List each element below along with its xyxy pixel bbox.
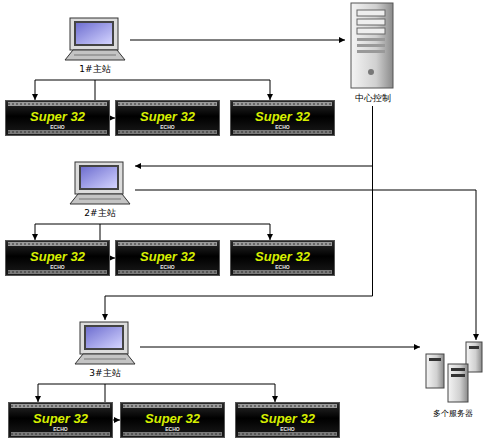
laptop-node: 3#主站 xyxy=(70,320,140,384)
device-node: Super 32ECHO xyxy=(235,402,340,438)
device-model: Super 32 xyxy=(6,110,109,124)
laptop-node: 2#主站 xyxy=(65,160,135,224)
connector-line xyxy=(95,80,270,100)
device-series: ECHO xyxy=(121,426,224,432)
connector-line xyxy=(140,347,420,348)
device-node: Super 32ECHO xyxy=(5,240,110,276)
device-model: Super 32 xyxy=(231,110,334,124)
node-label: 3#主站 xyxy=(70,368,140,379)
connector-line xyxy=(35,80,95,100)
node-label: 1#主站 xyxy=(60,64,130,75)
connector-line xyxy=(38,384,105,402)
connector-line xyxy=(130,40,345,41)
device-model: Super 32 xyxy=(121,412,224,426)
device-node: Super 32ECHO xyxy=(8,402,113,438)
laptop-node: 1#主站 xyxy=(60,16,130,80)
device-node: Super 32ECHO xyxy=(115,240,220,276)
laptop-icon xyxy=(65,160,135,206)
server-group-icon xyxy=(420,340,486,406)
device-model: Super 32 xyxy=(116,250,219,264)
device-model: Super 32 xyxy=(231,250,334,264)
laptop-icon xyxy=(60,16,130,62)
device-series: ECHO xyxy=(231,124,334,130)
connector-line xyxy=(100,224,270,240)
device-node: Super 32ECHO xyxy=(115,100,220,136)
device-model: Super 32 xyxy=(116,110,219,124)
node-label: 多个服务器 xyxy=(420,408,486,419)
connector-line xyxy=(105,384,275,402)
device-series: ECHO xyxy=(6,264,109,270)
device-model: Super 32 xyxy=(236,412,339,426)
device-node: Super 32ECHO xyxy=(120,402,225,438)
connector-line xyxy=(35,224,100,240)
device-node: Super 32ECHO xyxy=(5,100,110,136)
device-series: ECHO xyxy=(231,264,334,270)
device-node: Super 32ECHO xyxy=(230,240,335,276)
device-node: Super 32ECHO xyxy=(230,100,335,136)
device-series: ECHO xyxy=(116,264,219,270)
connector-line xyxy=(105,106,373,320)
device-series: ECHO xyxy=(9,426,112,432)
node-label: 中心控制 xyxy=(345,93,400,104)
servers-node: 多个服务器 xyxy=(420,340,486,430)
device-model: Super 32 xyxy=(9,412,112,426)
server-tower-icon xyxy=(345,2,400,90)
device-model: Super 32 xyxy=(6,250,109,264)
laptop-icon xyxy=(70,320,140,366)
device-series: ECHO xyxy=(116,124,219,130)
node-label: 2#主站 xyxy=(65,208,135,219)
device-series: ECHO xyxy=(236,426,339,432)
server-node: 中心控制 xyxy=(345,2,400,106)
device-series: ECHO xyxy=(6,124,109,130)
